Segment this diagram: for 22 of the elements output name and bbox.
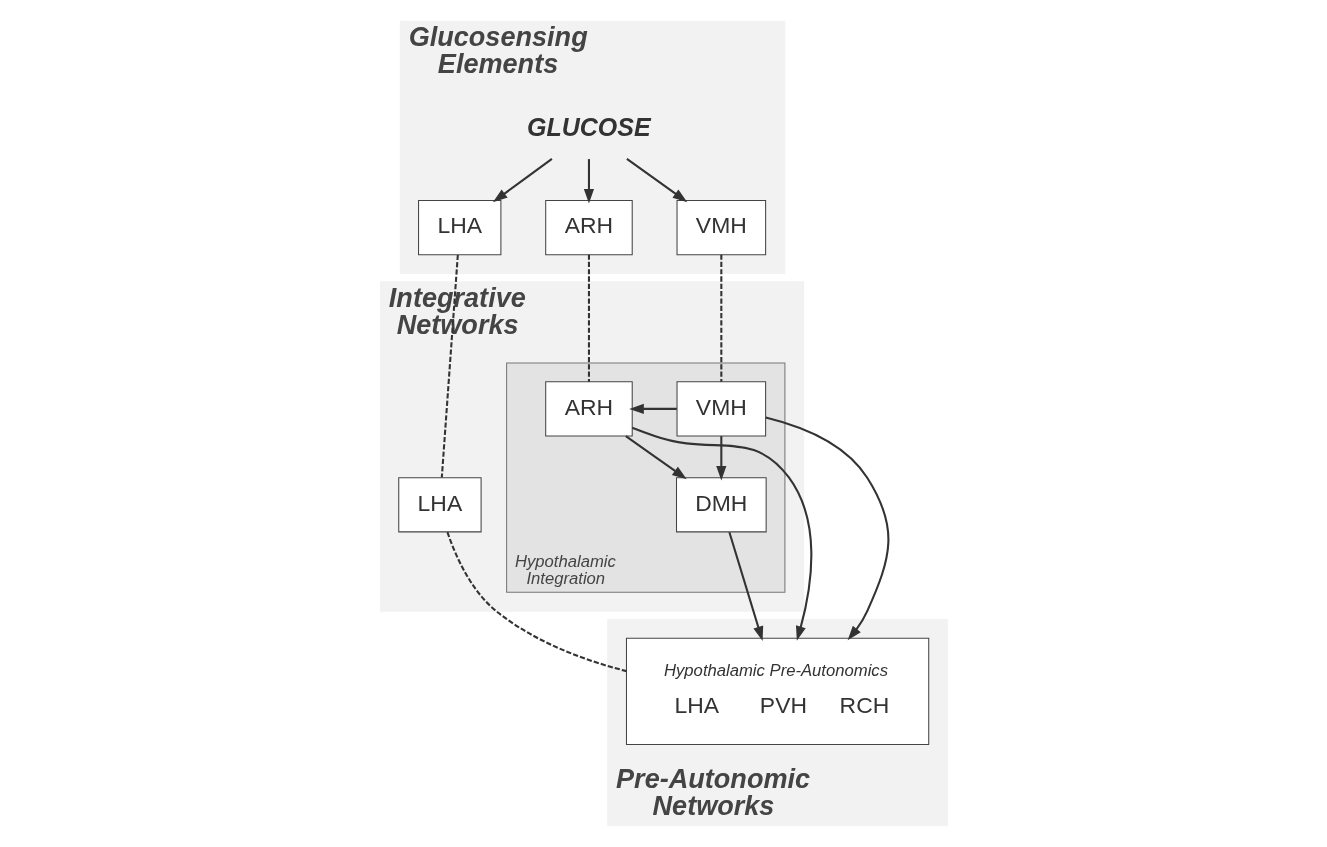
connector (440, 254, 459, 478)
node-box: VMH (676, 199, 766, 256)
node-box: DMH (675, 477, 767, 533)
arrow (624, 435, 687, 480)
node-box: LHA (397, 477, 482, 533)
arrow (765, 416, 889, 641)
arrow (727, 531, 763, 642)
node-box: VMH (676, 381, 766, 437)
arrow (583, 159, 594, 204)
arrow (631, 426, 812, 641)
connector (445, 531, 627, 673)
arrow (628, 403, 677, 415)
connector (719, 254, 722, 382)
connector (587, 254, 590, 382)
arrow (715, 436, 726, 481)
arrow (625, 158, 687, 203)
node-text: GLUCOSE (526, 113, 651, 142)
node-box: Hypothalamic Pre-Autonomics LHA PVH RCH (625, 637, 929, 746)
node-box: ARH (544, 199, 633, 256)
arrow (492, 158, 553, 203)
node-box: ARH (544, 381, 633, 437)
node-box: LHA (417, 199, 501, 256)
